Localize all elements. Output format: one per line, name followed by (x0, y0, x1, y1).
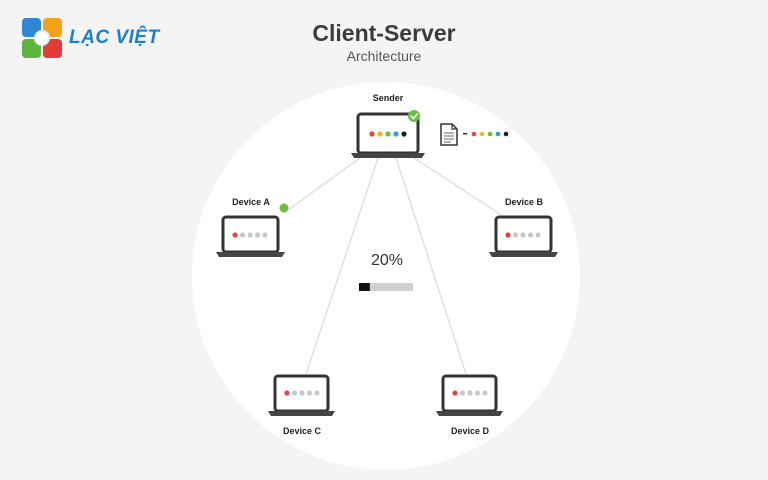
logo-mark-icon (22, 18, 62, 58)
device-d-data-dot (452, 390, 458, 396)
device-b-data-dot (520, 232, 526, 238)
device-b-data-dot (505, 232, 511, 238)
link-sender-device-c (305, 157, 379, 375)
data-packet (471, 131, 509, 137)
packet-data-dot (471, 131, 477, 137)
device-a-label: Device A (232, 197, 270, 207)
device-c-data-dot (314, 390, 320, 396)
background-circle (192, 82, 580, 470)
packet-data-dot (487, 131, 493, 137)
device-d-data-dot (482, 390, 488, 396)
device-b-label: Device B (505, 197, 544, 207)
device-d-data-dot (459, 390, 466, 396)
check-badge-icon (408, 110, 420, 122)
diagram-title: Client-Server (312, 20, 456, 46)
device-c-data-dot (291, 390, 298, 396)
device-a-data-dot (247, 232, 253, 238)
device-d-data-dot (467, 390, 473, 396)
device-d-laptop-icon (436, 374, 503, 416)
progress-fill (359, 283, 370, 291)
device-a-data-dot (232, 232, 238, 238)
sender-label: Sender (373, 93, 404, 103)
device-b-data-dot (527, 232, 534, 238)
device-c-data-dot (299, 390, 305, 396)
online-indicator-icon (279, 203, 289, 213)
device-d-data-dot (474, 390, 481, 396)
packet-data-dot (503, 131, 509, 137)
document-icon (440, 123, 458, 146)
packet-data-dot (479, 131, 485, 137)
sender-data-dot (377, 131, 383, 137)
device-a-laptop-icon (216, 215, 285, 257)
link-sender-device-d (395, 157, 467, 375)
device-b-data-dot (535, 232, 541, 238)
link-sender-device-a (287, 157, 361, 211)
link-sender-device-b (413, 157, 501, 215)
progress-percent: 20% (370, 252, 404, 269)
sender-data-dot (385, 131, 391, 137)
diagram-subtitle: Architecture (346, 48, 422, 64)
device-a-data-dot (262, 232, 268, 238)
device-a-data-dot (254, 232, 261, 238)
device-b-data-dot (512, 232, 519, 238)
sender-data-dot (401, 131, 407, 137)
device-a-data-dot (239, 232, 246, 238)
packet-arrow-icon (463, 133, 467, 135)
sender-laptop-icon (351, 112, 425, 158)
device-b-laptop-icon (489, 215, 558, 257)
device-c-data-dot (306, 390, 313, 396)
sender-data-dot (393, 131, 399, 137)
device-c-laptop-icon (268, 374, 335, 416)
device-c-data-dot (284, 390, 290, 396)
brand-logo: LẠC VIỆT (22, 18, 160, 58)
sender-data-dot (369, 131, 375, 137)
device-c-label: Device C (283, 426, 322, 436)
progress-track (359, 283, 413, 291)
device-d-label: Device D (451, 426, 490, 436)
packet-data-dot (495, 131, 501, 137)
brand-name: LẠC VIỆT (69, 27, 160, 48)
